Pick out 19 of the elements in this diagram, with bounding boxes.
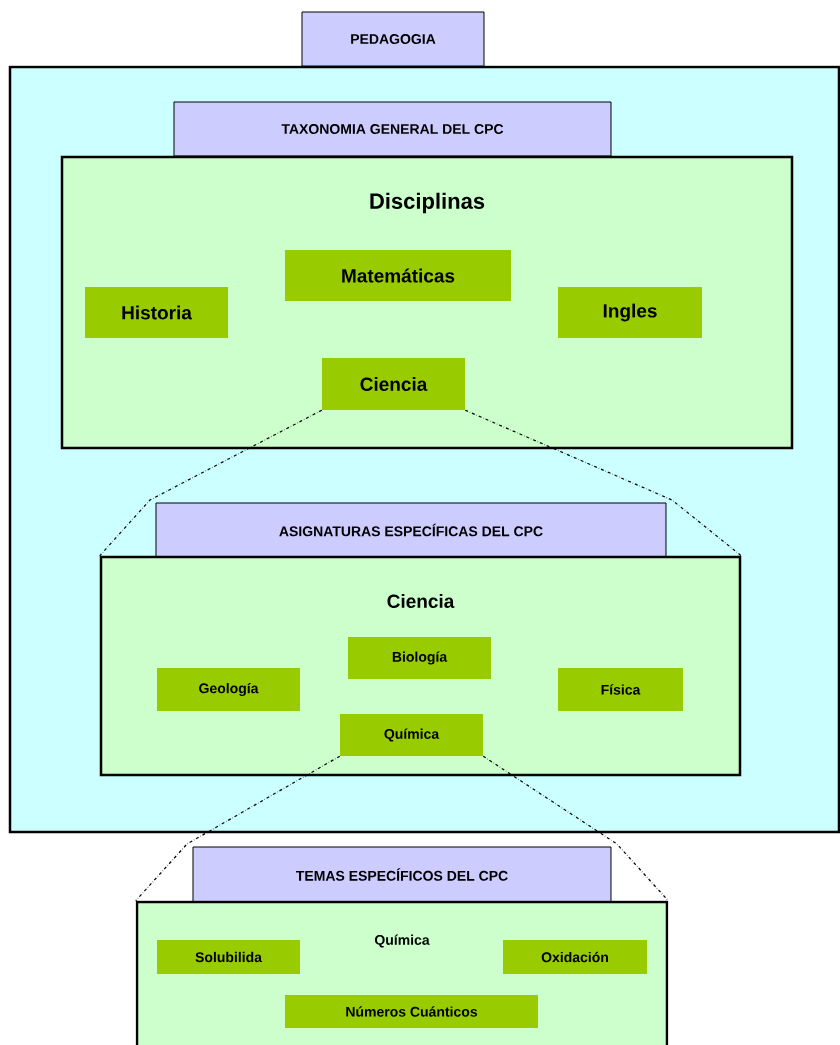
item-box: Matemáticas [285,250,511,301]
connector-line [99,409,323,557]
connector-line [482,755,669,902]
item-box: Ingles [558,287,702,338]
item-box: Solubilida [157,940,300,974]
heading-tab: PEDAGOGIA [301,11,485,67]
heading-tab: ASIGNATURAS ESPECÍFICAS DEL CPC [155,502,667,558]
connector-line [135,755,341,902]
item-box: Ciencia [322,358,465,410]
item-box: Oxidación [503,940,647,974]
heading-tab: TEMAS ESPECÍFICOS DEL CPC [192,846,612,903]
item-box: Química [340,714,483,756]
item-box: Física [558,668,683,711]
heading-tab: TAXONOMIA GENERAL DEL CPC [173,101,612,157]
item-box: Geología [157,668,300,711]
item-box: Biología [348,637,491,679]
item-box: Números Cuánticos [285,995,538,1028]
item-box: Historia [85,287,228,338]
connector-line [464,409,742,557]
